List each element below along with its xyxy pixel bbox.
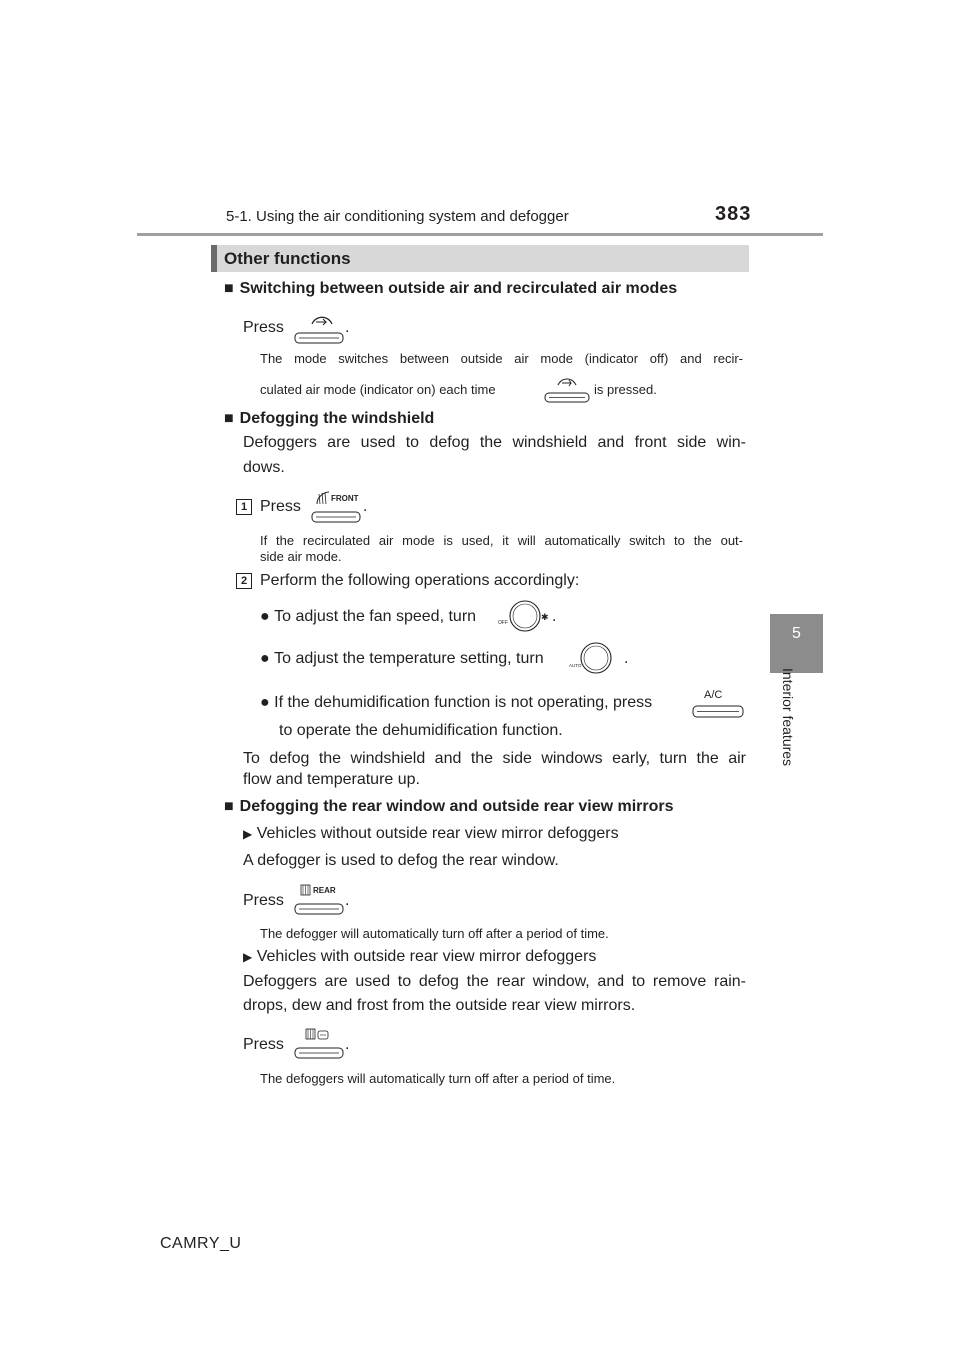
- front-button-label: FRONT: [331, 494, 359, 503]
- rear-press-label: Press: [243, 892, 284, 909]
- fan-knob-off-label: OFF: [498, 620, 508, 626]
- windshield-intro-line1: Defoggers are used to defog the windshie…: [243, 434, 746, 451]
- step-1-note-line1: If the recirculated air mode is used, it…: [260, 533, 743, 548]
- bullet-dehumidification: ● If the dehumidification function is no…: [260, 694, 653, 711]
- bullet-dot-icon: ●: [260, 608, 270, 625]
- windshield-closing-line2: flow and temperature up.: [243, 771, 420, 788]
- rear-with-line1: Defoggers are used to defog the rear win…: [243, 973, 746, 990]
- front-defogger-button-icon: FRONT: [311, 491, 361, 523]
- rear-defogger-button-icon: REAR: [294, 884, 344, 915]
- footer-model: CAMRY_U: [160, 1235, 242, 1252]
- windshield-intro-line2: dows.: [243, 459, 285, 476]
- step-2-text: Perform the following operations accordi…: [260, 572, 580, 589]
- rear-with-note: The defoggers will automatically turn of…: [260, 1071, 616, 1086]
- period: .: [624, 650, 629, 667]
- chapter-number: 5: [792, 625, 801, 642]
- chapter-label: Interior features: [780, 668, 796, 767]
- ac-button-label: A/C: [704, 689, 722, 701]
- bullet-dehumidification-line2: to operate the dehumidification function…: [279, 722, 563, 739]
- switching-note-line2b: is pressed.: [594, 382, 657, 397]
- triangle-bullet-icon: ▶: [243, 827, 253, 841]
- period: .: [345, 1036, 350, 1053]
- recirculation-button-icon: [294, 316, 344, 344]
- triangle-bullet-icon: ▶: [243, 950, 253, 964]
- bullet-temperature: ● To adjust the temperature setting, tur…: [260, 650, 544, 667]
- page-number: 383: [715, 203, 752, 225]
- section-title-bar: [211, 245, 749, 272]
- switching-note-line2a: culated air mode (indicator on) each tim…: [260, 382, 496, 397]
- ac-button-icon: A/C: [692, 689, 744, 718]
- period: .: [552, 608, 557, 625]
- step-1-note-line2: side air mode.: [260, 549, 342, 564]
- recirculation-button-icon: [544, 378, 590, 403]
- rear-with-press-label: Press: [243, 1036, 284, 1053]
- header-rule: [137, 233, 823, 236]
- svg-text:✱: ✱: [541, 613, 549, 623]
- bullet-dot-icon: ●: [260, 694, 270, 711]
- step-1-badge: 1: [236, 499, 252, 515]
- switching-note-line1: The mode switches between outside air mo…: [260, 351, 743, 366]
- period: .: [363, 498, 368, 515]
- rear-with-line2: drops, dew and frost from the outside re…: [243, 997, 636, 1014]
- subheading-windshield: ■Defogging the windshield: [224, 410, 435, 427]
- rear-without-label: ▶ Vehicles without outside rear view mir…: [243, 825, 619, 842]
- rear-button-label: REAR: [313, 886, 336, 895]
- temp-knob-auto-label: AUTO: [569, 663, 582, 668]
- rear-mirror-defogger-button-icon: [294, 1028, 344, 1059]
- bullet-dot-icon: ●: [260, 650, 270, 667]
- switching-press-label: Press: [243, 319, 284, 336]
- rear-with-label: ▶ Vehicles with outside rear view mirror…: [243, 948, 597, 965]
- square-bullet-icon: ■: [224, 280, 234, 297]
- temperature-knob-icon: AUTO: [569, 642, 612, 674]
- chapter-tab: [770, 614, 823, 673]
- running-header-section: 5-1. Using the air conditioning system a…: [226, 208, 569, 225]
- rear-without-note: The defogger will automatically turn off…: [260, 926, 609, 941]
- subheading-rear: ■Defogging the rear window and outside r…: [224, 798, 674, 815]
- fan-speed-knob-icon: OFF ✱: [498, 600, 549, 632]
- rear-without-text: A defogger is used to defog the rear win…: [243, 852, 559, 869]
- step-2-badge: 2: [236, 573, 252, 589]
- section-title: Other functions: [224, 249, 351, 268]
- step-1-press-label: Press: [260, 498, 301, 515]
- square-bullet-icon: ■: [224, 798, 234, 815]
- square-bullet-icon: ■: [224, 410, 234, 427]
- period: .: [345, 892, 350, 909]
- windshield-closing-line1: To defog the windshield and the side win…: [243, 750, 746, 767]
- subheading-switching: ■Switching between outside air and recir…: [224, 280, 678, 297]
- bullet-fan-speed: ● To adjust the fan speed, turn: [260, 608, 477, 625]
- period: .: [345, 319, 350, 336]
